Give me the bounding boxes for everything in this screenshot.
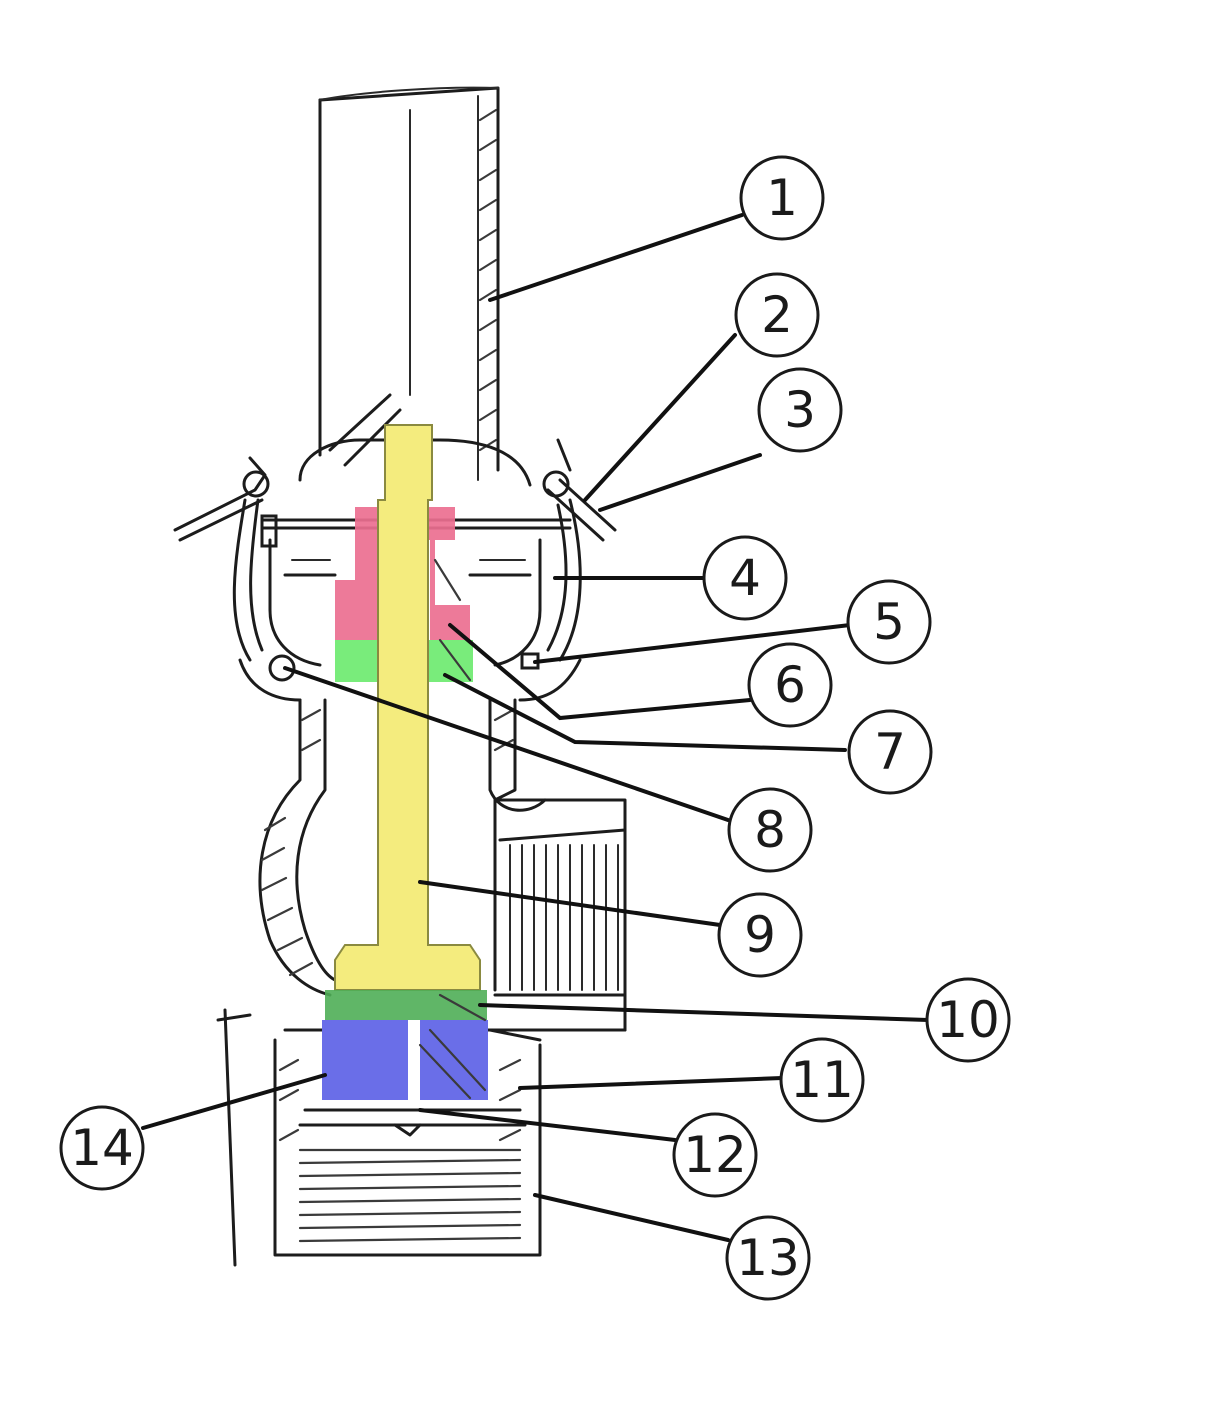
- callout-label: 11: [790, 1051, 854, 1109]
- callout-label: 14: [70, 1119, 134, 1177]
- threaded-base: [216, 1008, 542, 1267]
- callout-5: 5: [846, 579, 932, 665]
- callout-label: 5: [873, 593, 905, 651]
- callout-2: 2: [734, 272, 820, 358]
- callout-label: 4: [729, 549, 761, 607]
- callout-label: 10: [936, 991, 1000, 1049]
- callout-1: 1: [739, 155, 825, 241]
- callout-label: 1: [766, 169, 798, 227]
- colored-parts: [322, 424, 488, 1100]
- callout-label: 3: [784, 381, 816, 439]
- callout-label: 6: [774, 656, 806, 714]
- callout-label: 12: [683, 1126, 747, 1184]
- valve-housing: [173, 438, 617, 702]
- callout-label: 7: [874, 723, 906, 781]
- callout-12: 12: [672, 1112, 758, 1198]
- callout-7: 7: [847, 709, 933, 795]
- callout-14: 14: [59, 1105, 145, 1191]
- blue-seal-left: [322, 1020, 408, 1100]
- callout-label: 2: [761, 286, 793, 344]
- callout-10: 10: [925, 977, 1011, 1063]
- callout-3: 3: [757, 367, 843, 453]
- callout-label: 8: [754, 801, 786, 859]
- callout-8: 8: [727, 787, 813, 873]
- callout-label: 13: [736, 1229, 800, 1287]
- callout-4: 4: [702, 535, 788, 621]
- overflow-tube: [318, 86, 500, 481]
- callout-11: 11: [779, 1037, 865, 1123]
- blue-seal-right: [420, 1020, 488, 1100]
- callout-13: 13: [725, 1215, 811, 1301]
- callout-9: 9: [717, 892, 803, 978]
- leader-lines: [141, 213, 930, 1242]
- callout-6: 6: [747, 642, 833, 728]
- callout-label: 9: [744, 906, 776, 964]
- green-washer-lower: [325, 990, 487, 1020]
